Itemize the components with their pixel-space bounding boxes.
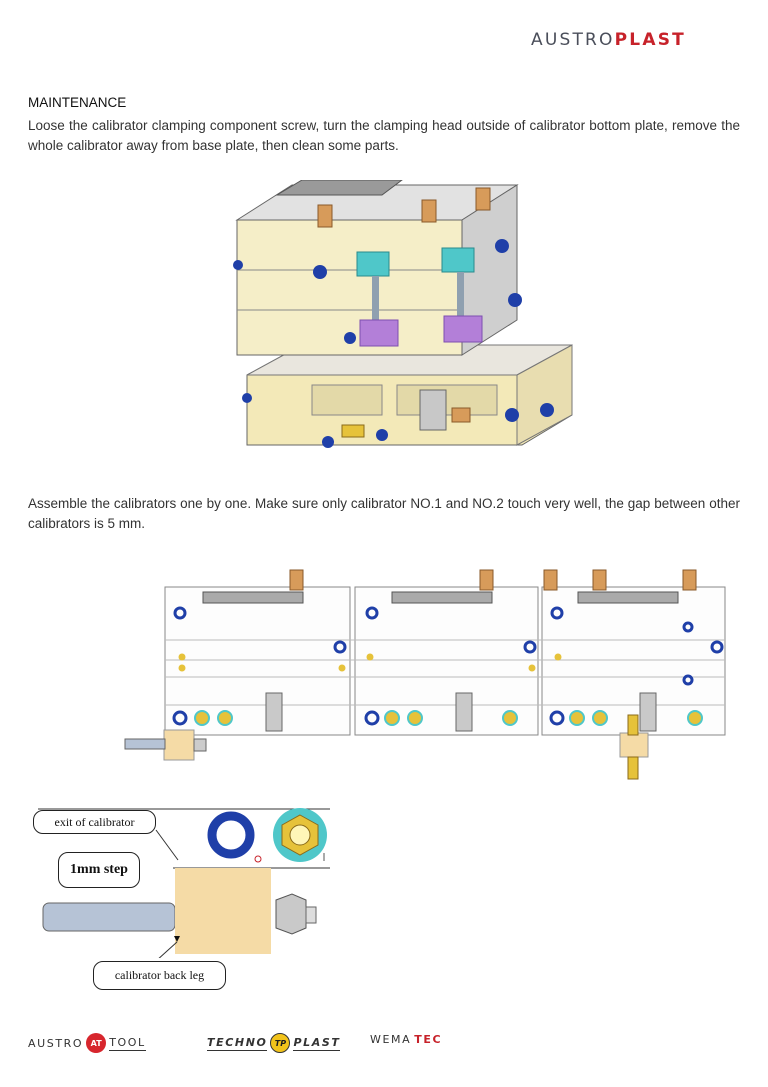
section-title: MAINTENANCE xyxy=(28,95,127,110)
tp-badge-icon: TP xyxy=(270,1033,291,1053)
at-badge-icon: AT xyxy=(86,1033,107,1053)
austroplast-logo: AUSTROPLAST xyxy=(531,30,686,50)
assembly-paragraph: Assemble the calibrators one by one. Mak… xyxy=(28,496,740,531)
maintenance-paragraph: Loose the calibrator clamping component … xyxy=(28,118,740,153)
calibrator-detail-figure xyxy=(38,808,330,958)
technoplast-logo: TECHNO TP PLAST xyxy=(207,1033,341,1053)
calibrator-isometric-figure xyxy=(233,180,573,448)
austrotool-logo: AUSTRO AT TOOL xyxy=(28,1033,146,1053)
step-callout: 1mm step xyxy=(58,852,140,888)
calibrator-row-figure xyxy=(124,569,726,780)
exit-of-calibrator-callout: exit of calibrator xyxy=(33,810,156,834)
back-leg-callout: calibrator back leg xyxy=(93,961,226,990)
